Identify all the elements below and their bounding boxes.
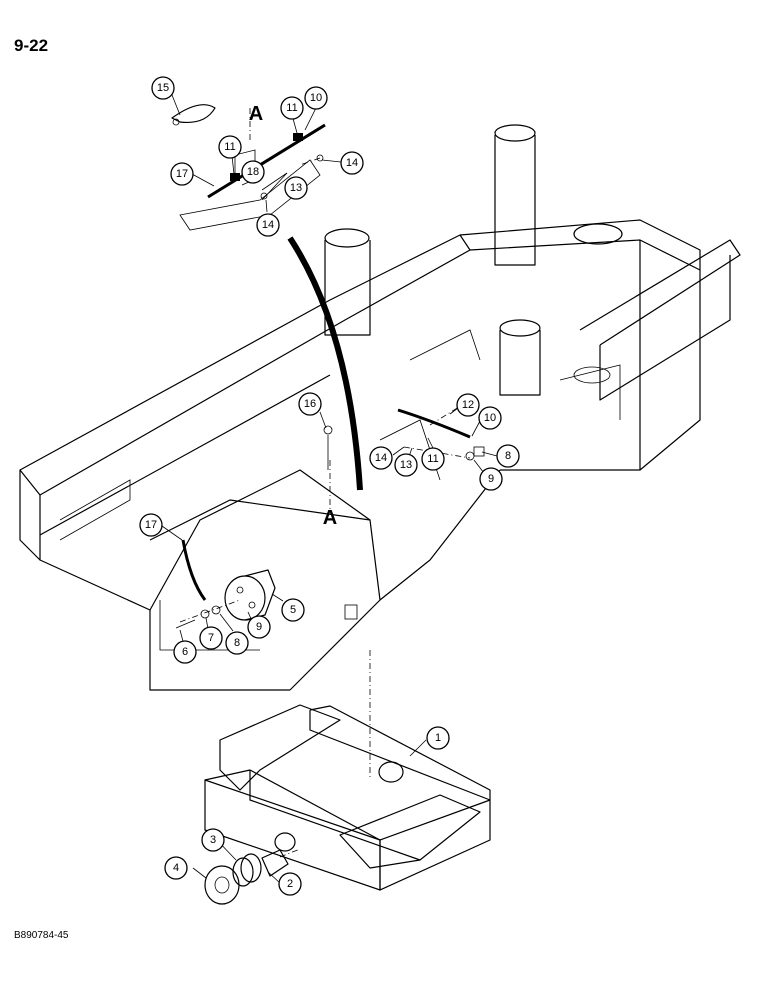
- callout-17-lower: 17: [139, 513, 163, 537]
- svg-text:14: 14: [375, 452, 387, 464]
- svg-text:11: 11: [286, 102, 297, 114]
- svg-text:16: 16: [304, 398, 316, 410]
- svg-text:3: 3: [210, 834, 216, 846]
- bushing-parts: [204, 848, 301, 905]
- reference-letter-a-bottom: A: [323, 507, 337, 529]
- reference-letter-a-top: A: [249, 103, 263, 125]
- callout-11-right: 11: [421, 447, 445, 471]
- callout-8-right: 8: [496, 444, 520, 468]
- callout-9-right: 9: [479, 467, 503, 491]
- svg-text:9: 9: [256, 621, 262, 633]
- svg-text:11: 11: [427, 453, 438, 465]
- main-frame: [19, 124, 741, 691]
- svg-text:17: 17: [145, 519, 157, 531]
- callout-17-top: 17: [170, 162, 194, 186]
- axle-cradle: [204, 704, 491, 891]
- page-number: 9-22: [14, 36, 49, 55]
- right-harness-cable: [397, 408, 471, 439]
- callout-4: 4: [164, 856, 188, 880]
- callout-9-lower: 9: [247, 615, 271, 639]
- svg-text:9: 9: [488, 473, 494, 485]
- svg-text:13: 13: [290, 182, 302, 194]
- svg-text:14: 14: [346, 157, 358, 169]
- leader-lines: [161, 94, 498, 884]
- callout-2: 2: [278, 872, 302, 896]
- svg-text:10: 10: [484, 412, 496, 424]
- svg-text:8: 8: [234, 637, 240, 649]
- svg-text:5: 5: [290, 604, 296, 616]
- svg-text:2: 2: [287, 878, 293, 890]
- callout-8-lower: 8: [225, 631, 249, 655]
- callout-1: 1: [426, 726, 450, 750]
- callout-12: 12: [456, 393, 480, 417]
- callout-14-top-right: 14: [340, 151, 364, 175]
- callout-16: 16: [298, 392, 322, 416]
- sensor-assembly: [175, 539, 276, 629]
- svg-text:4: 4: [173, 862, 179, 874]
- svg-text:10: 10: [310, 92, 322, 104]
- callout-6: 6: [173, 640, 197, 664]
- svg-text:6: 6: [182, 646, 188, 658]
- callout-7: 7: [199, 626, 223, 650]
- callout-18: 18: [241, 160, 265, 184]
- callout-15: 15: [151, 76, 175, 100]
- figure-code: B890784-45: [14, 930, 69, 941]
- callout-10-top: 10: [304, 86, 328, 110]
- svg-text:18: 18: [247, 166, 259, 178]
- callout-13-right: 13: [394, 453, 418, 477]
- svg-text:14: 14: [262, 219, 274, 231]
- svg-text:7: 7: [208, 632, 214, 644]
- svg-text:1: 1: [435, 732, 441, 744]
- callout-14-right: 14: [369, 446, 393, 470]
- svg-text:8: 8: [505, 450, 511, 462]
- svg-text:15: 15: [157, 82, 169, 94]
- svg-text:12: 12: [462, 399, 474, 411]
- callout-10-right: 10: [478, 406, 502, 430]
- callout-11-top-left: 11: [218, 135, 242, 159]
- cable-a: [287, 236, 363, 491]
- svg-text:11: 11: [224, 141, 235, 153]
- harness-detail-inset: [171, 104, 326, 231]
- callout-5: 5: [281, 598, 305, 622]
- callout-13-top: 13: [284, 176, 308, 200]
- callout-3: 3: [201, 828, 225, 852]
- callout-14-top-bottom: 14: [256, 213, 280, 237]
- svg-text:13: 13: [400, 459, 412, 471]
- svg-text:17: 17: [176, 168, 188, 180]
- callout-11-top-right: 11: [280, 96, 304, 120]
